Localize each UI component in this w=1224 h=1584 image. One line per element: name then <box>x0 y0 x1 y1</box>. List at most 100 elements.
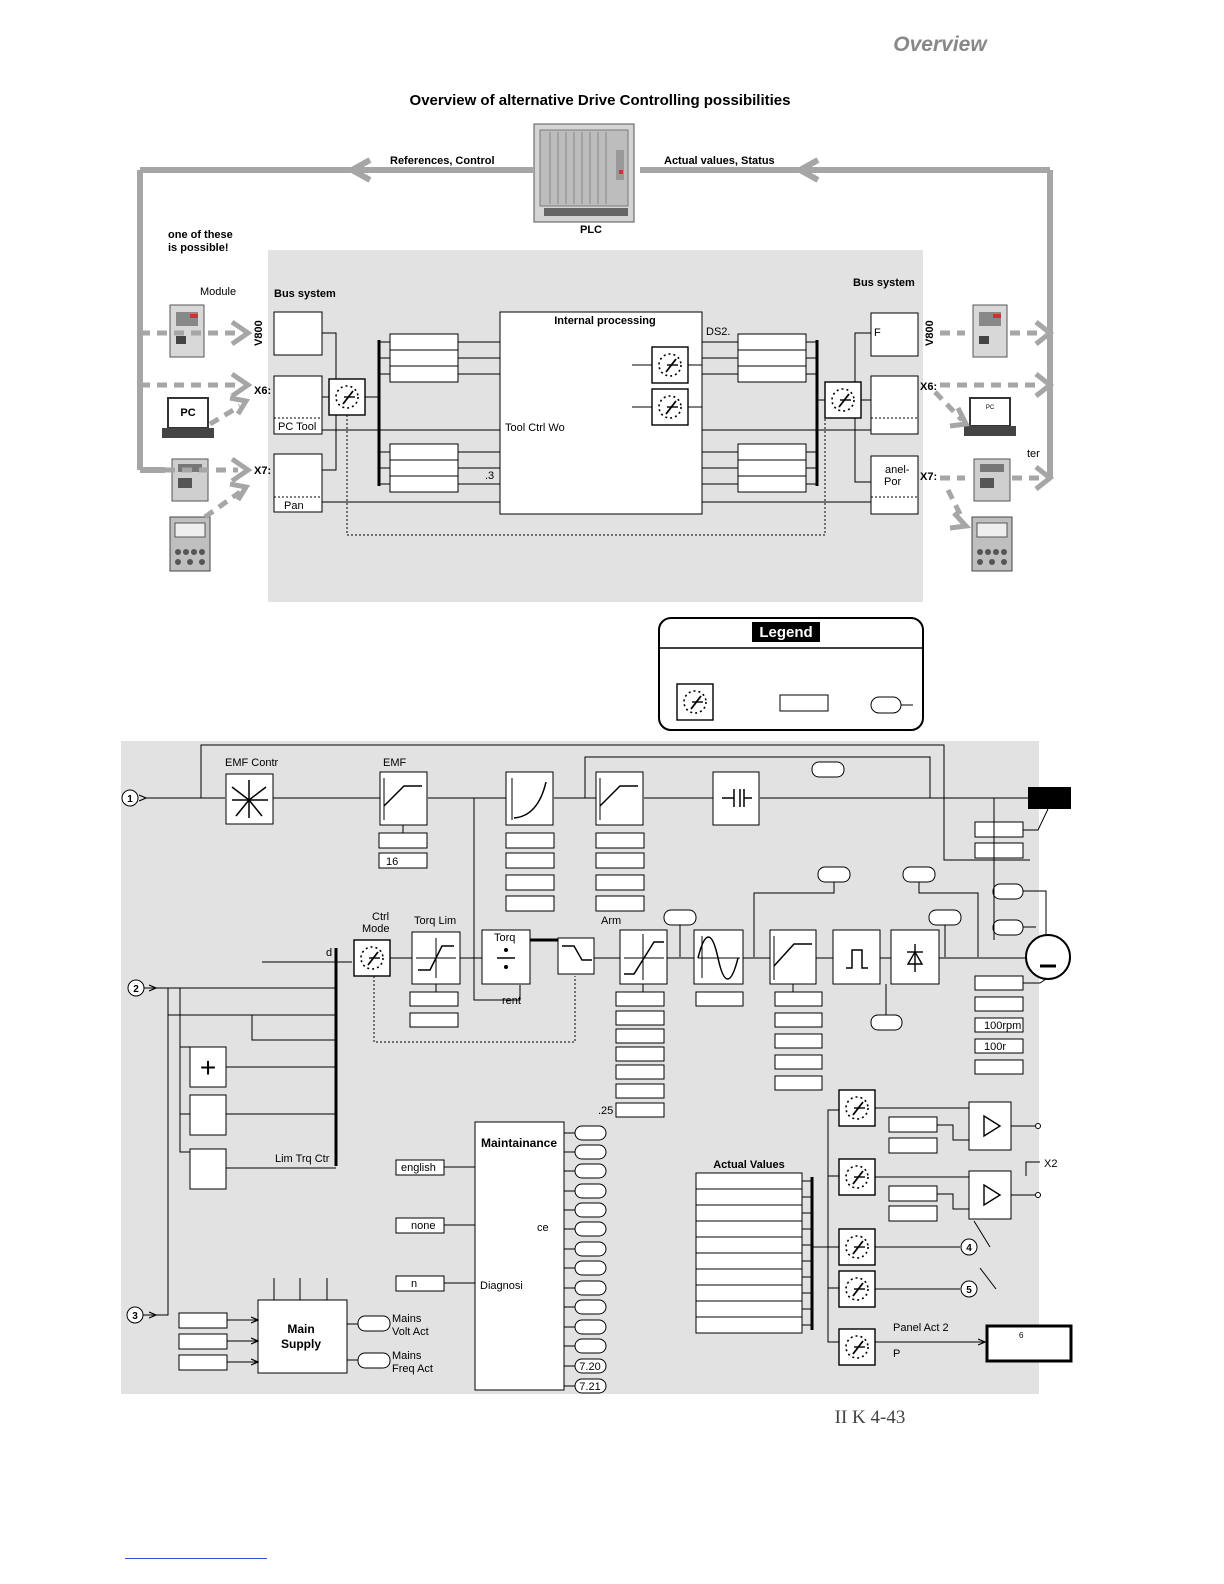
selector-internal-1-icon <box>651 346 689 384</box>
node-5-label: 5 <box>966 1285 972 1296</box>
v800-left-label: V800 <box>253 320 265 346</box>
page-number: II K 4-43 <box>834 1407 906 1428</box>
svg-text:PC: PC <box>986 405 995 411</box>
v800-right-label: V800 <box>924 320 936 346</box>
signal-pill-1 <box>811 761 845 778</box>
switch-block <box>557 937 595 975</box>
add-block <box>189 1046 227 1088</box>
right-dashed-arrows <box>933 330 1040 522</box>
actual-values-label: Actual Values <box>713 1159 785 1171</box>
arm-label: Arm <box>601 915 621 927</box>
diagnosi-label: Diagnosi <box>480 1280 523 1292</box>
emf-block <box>379 771 428 826</box>
mains-volt-label-1: Mains <box>392 1313 422 1325</box>
motor-icon <box>1025 934 1071 980</box>
plus-icon: + <box>200 1052 216 1083</box>
diagram-title: Overview of alternative Drive Controllin… <box>409 92 791 109</box>
analog-out-4-selector-icon <box>838 1270 876 1308</box>
n-value: n <box>411 1278 417 1290</box>
maintainance-pills <box>574 1125 607 1394</box>
f-box-label: F <box>874 327 881 339</box>
pc-right-icon: PC <box>964 397 1016 436</box>
selector-internal-2-icon <box>651 388 689 426</box>
footnote-divider <box>125 1558 267 1559</box>
aux-block-2 <box>189 1148 227 1190</box>
control-panel-left-icon <box>169 516 211 572</box>
legend-selector-icon <box>676 683 714 721</box>
left-stack-boxes <box>389 333 459 493</box>
panel-por-label-1: anel- <box>885 464 910 476</box>
pulse-block <box>832 929 881 985</box>
amplifier-2-block <box>968 1170 1012 1220</box>
bus-system-right-label: Bus system <box>853 277 915 289</box>
value-721: 7.21 <box>579 1381 600 1393</box>
main-supply-label-1: Main <box>287 1322 314 1336</box>
panel-act2-selector-icon <box>838 1328 876 1366</box>
main-supply-block <box>257 1299 348 1374</box>
curve-block <box>505 771 554 826</box>
control-panel-right-icon <box>971 516 1013 572</box>
tool-ctrl-label: Tool Ctrl Wo <box>505 422 565 434</box>
pc-left-icon: PC <box>162 397 214 438</box>
maintainance-block <box>474 1121 565 1391</box>
ramp-block <box>595 771 644 826</box>
internal-processing-label: Internal processing <box>554 315 655 327</box>
ter-label: ter <box>1027 448 1040 460</box>
panel-act2-label: Panel Act 2 <box>893 1322 949 1334</box>
node-1-label: 1 <box>127 794 133 805</box>
module-label: Module <box>200 286 236 298</box>
node-4-label: 4 <box>966 1243 972 1254</box>
ctrl-mode-label-2: Mode <box>362 923 390 935</box>
mains-freq-label-2: Freq Act <box>392 1363 433 1375</box>
bus-box-left-3 <box>273 453 323 513</box>
actual-arrow <box>793 157 820 183</box>
bus-box-right-1 <box>870 312 919 357</box>
panel-6-value: 6 <box>1019 1331 1024 1340</box>
legend-signal-pill <box>870 696 902 714</box>
x2-label: X2 <box>1044 1158 1057 1170</box>
emf-contr-label: EMF Contr <box>225 757 279 769</box>
mains-freq-label-1: Mains <box>392 1350 422 1362</box>
analog-out-2-selector-icon <box>838 1158 876 1196</box>
header-title: Overview <box>893 33 987 56</box>
ctrl-mode-selector-icon <box>353 939 391 977</box>
aux-block-1 <box>189 1094 227 1136</box>
plc-label: PLC <box>580 224 602 236</box>
is-possible-label: is possible! <box>168 242 229 254</box>
maintainance-label: Maintainance <box>481 1136 557 1150</box>
actual-values-table <box>695 1172 803 1334</box>
references-arrow <box>345 157 372 183</box>
r100-label: 100r <box>984 1041 1006 1053</box>
right-stack-boxes <box>737 333 807 493</box>
pan-label: Pan <box>284 500 304 512</box>
drive-unit-right-icon <box>973 458 1011 502</box>
mains-volt-label-2: Volt Act <box>392 1326 429 1338</box>
value-720: 7.20 <box>579 1361 600 1373</box>
drive-unit-left-icon <box>171 458 209 502</box>
x6-right-label: X6: <box>920 381 937 393</box>
legend-box <box>658 617 924 731</box>
references-label: References, Control <box>390 155 495 167</box>
bus-system-left-label: Bus system <box>274 288 336 300</box>
legend-parameter-box <box>779 694 829 712</box>
rent-label: rent <box>502 995 521 1007</box>
svg-text:PC: PC <box>180 407 195 419</box>
node-2-label: 2 <box>133 984 139 995</box>
value-16: 16 <box>386 856 398 868</box>
bus-box-right-2 <box>870 375 919 435</box>
analog-out-3-selector-icon <box>838 1228 876 1266</box>
torq-label: Torq <box>494 932 515 944</box>
actual-values-label: Actual values, Status <box>664 155 775 167</box>
one-of-these-label: one of these <box>168 229 233 241</box>
legend-title: Legend <box>759 624 812 641</box>
amplifier-1-block <box>968 1101 1012 1151</box>
analog-out-1-selector-icon <box>838 1089 876 1127</box>
p-label: P <box>893 1348 900 1360</box>
output-black-block <box>1028 787 1071 809</box>
plc-icon <box>533 123 635 223</box>
current-ramp-block <box>769 929 817 985</box>
none-value: none <box>411 1220 435 1232</box>
main-supply-label-2: Supply <box>281 1337 321 1351</box>
thyristor-block <box>712 771 760 826</box>
